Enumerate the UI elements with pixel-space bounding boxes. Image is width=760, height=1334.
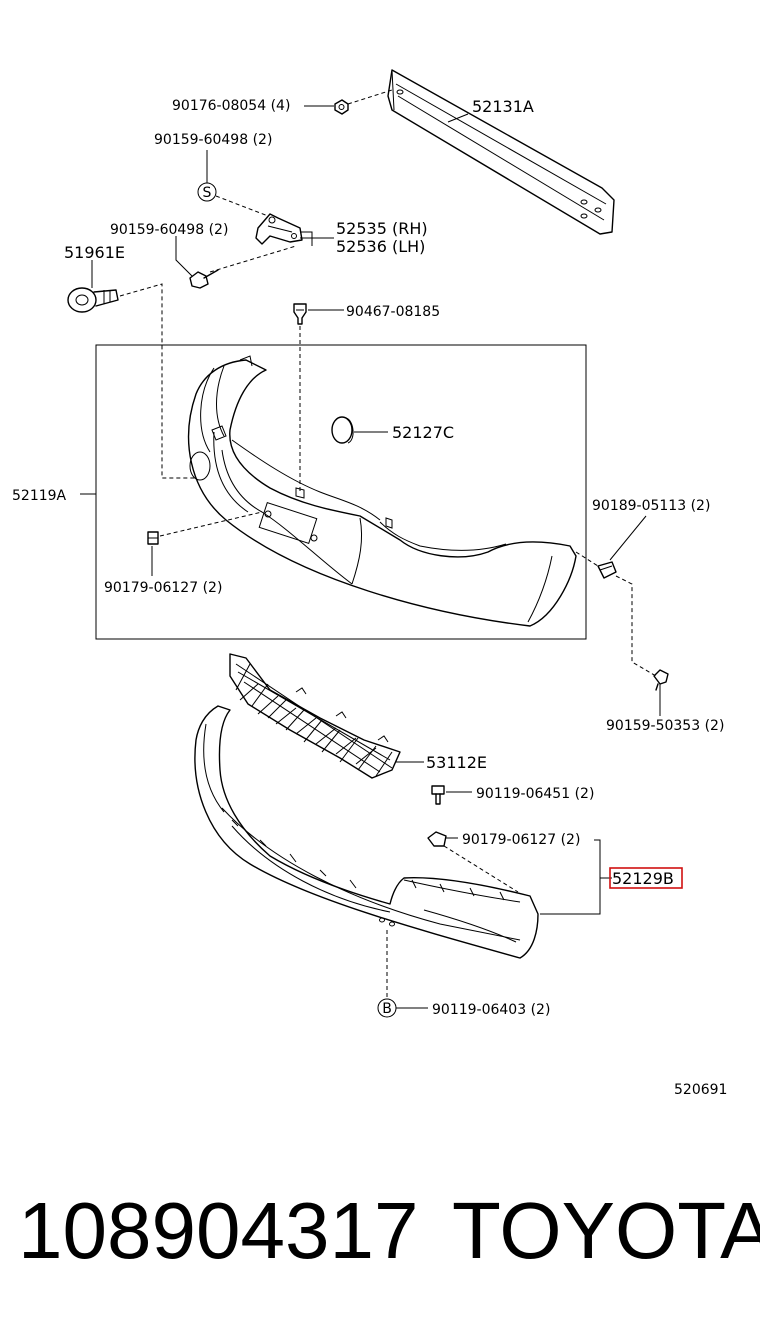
clip-icon [293, 303, 307, 325]
label-52127c: 52127C [392, 423, 454, 442]
label-53112e: 53112E [426, 753, 487, 772]
b-marker-letter: B [382, 1001, 392, 1017]
lower-grille [229, 653, 401, 779]
b-marker: B [377, 998, 397, 1018]
bolt-small-icon [431, 785, 445, 805]
lower-spoiler [194, 705, 539, 959]
bumper-bracket [255, 213, 303, 245]
clip-nut-icon [147, 531, 159, 545]
label-90189-05113: 90189-05113 (2) [592, 498, 710, 514]
reinforcement-beam [387, 69, 615, 235]
diagram-reference-number: 520691 [674, 1082, 727, 1098]
part-number: 108904317 [18, 1186, 419, 1275]
s-marker-letter: S [203, 185, 212, 201]
label-52536: 52536 (LH) [336, 237, 425, 256]
leader-52131a [447, 113, 469, 123]
label-90179-06127-upper: 90179-06127 (2) [104, 580, 222, 596]
part-highlight-box [609, 867, 683, 889]
label-90467-08185: 90467-08185 [346, 304, 440, 320]
label-52535: 52535 (RH) [336, 219, 428, 238]
label-90176-08054: 90176-08054 (4) [172, 98, 290, 114]
label-90159-60498-lower: 90159-60498 (2) [110, 222, 228, 238]
s-marker: S [197, 182, 217, 202]
bumper-cover-box [95, 344, 587, 640]
label-90159-60498-upper: 90159-60498 (2) [154, 132, 272, 148]
label-90179-06127-lower: 90179-06127 (2) [462, 832, 580, 848]
side-clip-icon [597, 561, 617, 579]
label-51961e: 51961E [64, 243, 125, 262]
label-90159-50353: 90159-50353 (2) [606, 718, 724, 734]
tow-hook [67, 287, 119, 313]
clip-nut-lower-icon [427, 831, 447, 847]
label-52129b: 52129B [612, 869, 674, 888]
front-bumper-cover [187, 355, 577, 627]
label-52131a: 52131A [472, 97, 534, 116]
label-52119a: 52119A [12, 488, 67, 504]
label-90119-06451: 90119-06451 (2) [476, 786, 594, 802]
label-90119-06403: 90119-06403 (2) [432, 1002, 550, 1018]
brand-name: TOYOTA [452, 1186, 760, 1275]
nut-icon [334, 99, 349, 115]
bolt-icon [189, 269, 219, 289]
tow-cover-cap [331, 416, 354, 444]
screw-icon [653, 669, 669, 691]
